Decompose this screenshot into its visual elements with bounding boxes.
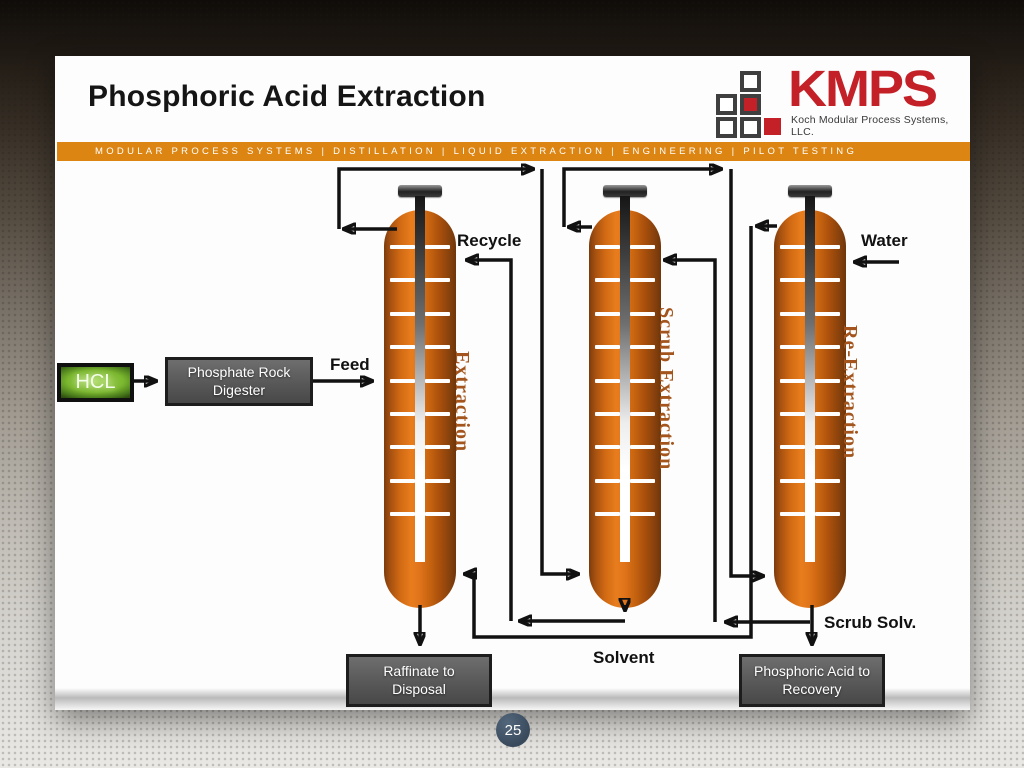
phosphoric-acid-recovery-box: Phosphoric Acid to Recovery xyxy=(739,654,885,707)
tray-line xyxy=(425,378,450,383)
phosphate-rock-digester-box: Phosphate Rock Digester xyxy=(165,357,313,406)
agitator-shaft xyxy=(415,196,425,562)
tray-line xyxy=(630,378,655,383)
stream-label-solvent: Solvent xyxy=(593,648,655,667)
tray-line xyxy=(630,345,655,350)
stream-label-water: Water xyxy=(861,231,908,250)
slide-title: Phosphoric Acid Extraction xyxy=(88,80,486,113)
page-number-badge: 25 xyxy=(496,713,530,747)
logo-company-name: Koch Modular Process Systems, LLC. xyxy=(791,114,949,138)
tray-line xyxy=(815,345,840,350)
column-label-re-extraction: Re-Extraction xyxy=(839,325,861,460)
hcl-feed-box: HCL xyxy=(57,363,134,402)
tray-line xyxy=(630,512,655,517)
column-label-extraction: Extraction xyxy=(451,351,473,453)
agitator-motor-icon xyxy=(788,185,832,197)
tray-line xyxy=(780,311,805,316)
tray-line xyxy=(595,278,620,283)
tray-line xyxy=(595,512,620,517)
page-number: 25 xyxy=(504,721,522,739)
tray-line xyxy=(425,512,450,517)
tray-line xyxy=(425,345,450,350)
tray-line xyxy=(595,378,620,383)
stream-label-scrub-solvent: Scrub Solv. xyxy=(824,613,917,632)
tray-line xyxy=(780,412,805,416)
tray-line xyxy=(630,245,655,249)
logo-square-icon xyxy=(740,117,761,138)
column-scrub-extraction xyxy=(589,185,661,608)
tray-line xyxy=(390,445,415,450)
tray-line xyxy=(630,478,655,483)
tray-line xyxy=(630,445,655,450)
tray-line xyxy=(390,311,415,316)
tray-line xyxy=(630,311,655,316)
tray-line xyxy=(815,278,840,283)
tray-line xyxy=(595,311,620,316)
logo-square-solid-red-icon xyxy=(764,118,781,135)
logo-square-red-icon xyxy=(740,94,761,115)
stream-label-recycle: Recycle xyxy=(457,231,522,250)
tray-line xyxy=(390,512,415,517)
agitator-shaft xyxy=(805,196,815,562)
tray-line xyxy=(425,311,450,316)
tray-line xyxy=(425,478,450,483)
tray-line xyxy=(425,245,450,249)
tray-line xyxy=(780,278,805,283)
tray-line xyxy=(390,478,415,483)
tray-line xyxy=(780,378,805,383)
tray-line xyxy=(390,345,415,350)
agitator-shaft xyxy=(620,196,630,562)
tray-line xyxy=(595,412,620,416)
tray-line xyxy=(815,412,840,416)
tagline-banner: MODULAR PROCESS SYSTEMS | DISTILLATION |… xyxy=(57,142,970,161)
tray-line xyxy=(630,412,655,416)
tray-line xyxy=(595,445,620,450)
logo-acronym: KMPS xyxy=(788,60,938,118)
tray-line xyxy=(815,245,840,249)
tray-line xyxy=(815,445,840,450)
tray-line xyxy=(595,245,620,249)
tray-line xyxy=(780,345,805,350)
column-re-extraction xyxy=(774,185,846,608)
tray-line xyxy=(390,412,415,416)
tray-line xyxy=(595,478,620,483)
tray-line xyxy=(780,445,805,450)
tray-line xyxy=(630,278,655,283)
stream-label-feed: Feed xyxy=(330,355,370,374)
tray-line xyxy=(815,311,840,316)
tray-line xyxy=(425,278,450,283)
tray-line xyxy=(815,478,840,483)
logo-square-icon xyxy=(740,71,761,92)
tray-line xyxy=(425,445,450,450)
logo-square-icon xyxy=(716,94,737,115)
tray-line xyxy=(780,512,805,517)
column-extraction xyxy=(384,185,456,608)
tray-line xyxy=(390,278,415,283)
kmps-logo: KMPS Koch Modular Process Systems, LLC. xyxy=(710,60,970,138)
tray-line xyxy=(815,512,840,517)
logo-square-icon xyxy=(716,117,737,138)
tray-line xyxy=(780,245,805,249)
tray-line xyxy=(390,378,415,383)
hcl-label: HCL xyxy=(75,371,116,393)
column-label-scrub-extraction: Scrub Extraction xyxy=(655,307,677,471)
tray-line xyxy=(815,378,840,383)
tray-line xyxy=(425,412,450,416)
tray-line xyxy=(390,245,415,249)
tray-line xyxy=(595,345,620,350)
tray-line xyxy=(780,478,805,483)
raffinate-disposal-box: Raffinate to Disposal xyxy=(346,654,492,707)
